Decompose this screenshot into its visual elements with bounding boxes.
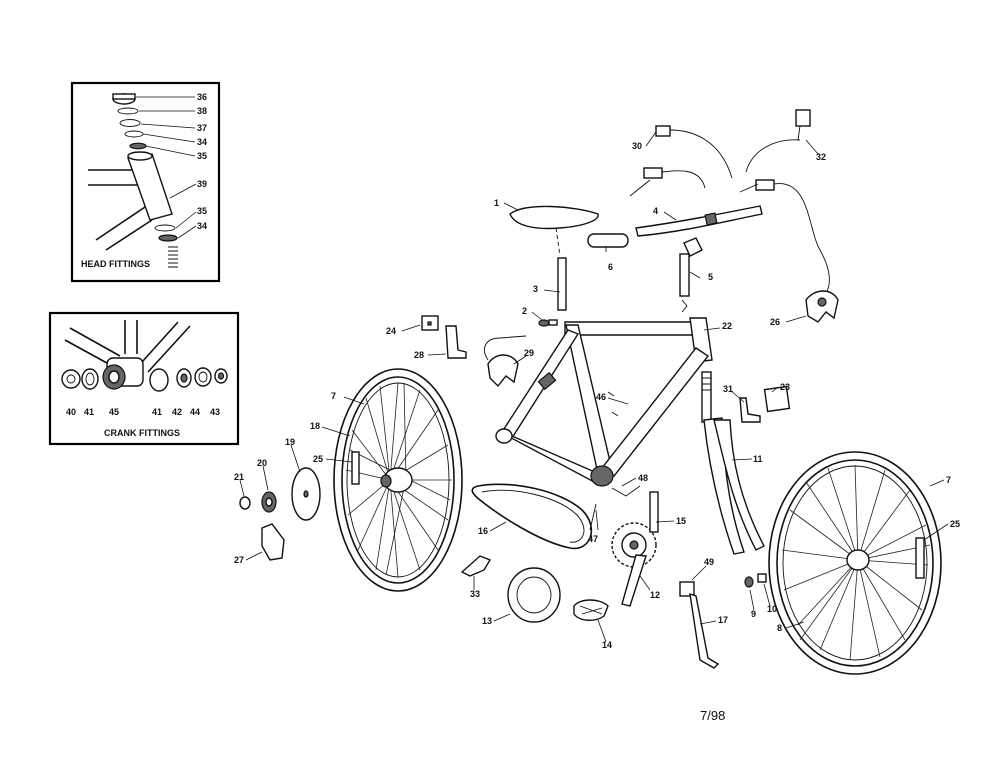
crank-fittings-inset: CRANK FITTINGS: [48, 311, 240, 446]
callout-26: 26: [770, 317, 780, 327]
front-wheel: [768, 451, 942, 675]
callout-35: 35: [197, 151, 207, 161]
callout-7: 7: [331, 391, 336, 401]
kickstand-and-small-parts: [679, 573, 767, 669]
callout-10: 10: [767, 604, 777, 614]
callout-8: 8: [777, 623, 782, 633]
callout-25: 25: [313, 454, 323, 464]
callout-29: 29: [524, 348, 534, 358]
callout-12: 12: [650, 590, 660, 600]
callout-2: 2: [522, 306, 527, 316]
callout-35: 35: [197, 206, 207, 216]
callout-18: 18: [310, 421, 320, 431]
callout-19: 19: [285, 437, 295, 447]
callout-39: 39: [197, 179, 207, 189]
drivetrain-parts: [239, 467, 659, 623]
revision-date: 7/98: [700, 708, 726, 723]
callout-24: 24: [386, 326, 396, 336]
brake-calipers: [484, 290, 839, 388]
callout-27: 27: [234, 555, 244, 565]
head-fittings-inset: HEAD FITTINGS: [70, 81, 221, 283]
brake-levers: [629, 109, 830, 295]
callout-37: 37: [197, 123, 207, 133]
callout-46: 46: [596, 392, 606, 402]
callout-38: 38: [197, 106, 207, 116]
reflectors: [421, 315, 791, 423]
callout-47: 47: [588, 534, 598, 544]
callout-34: 34: [197, 137, 207, 147]
callout-36: 36: [197, 92, 207, 102]
callout-25: 25: [950, 519, 960, 529]
callout-labels: 36 38 37 34 35 39 35 34 40 41 45 41 42 4…: [66, 92, 960, 650]
callout-31: 31: [723, 384, 733, 394]
seat-and-post: [509, 205, 599, 327]
callout-43: 43: [210, 407, 220, 417]
callout-13: 13: [482, 616, 492, 626]
callout-14: 14: [602, 640, 612, 650]
leader-lines: [239, 131, 949, 643]
rear-wheel: [333, 368, 463, 592]
head-fittings-title: HEAD FITTINGS: [81, 259, 150, 269]
callout-9: 9: [751, 609, 756, 619]
callout-40: 40: [66, 407, 76, 417]
callout-34: 34: [197, 221, 207, 231]
callout-4: 4: [653, 206, 658, 216]
callout-41: 41: [84, 407, 94, 417]
handlebar-and-stem: [587, 205, 763, 313]
callout-15: 15: [676, 516, 686, 526]
chain: [471, 483, 593, 550]
callout-16: 16: [478, 526, 488, 536]
callout-22: 22: [722, 321, 732, 331]
callout-1: 1: [494, 198, 499, 208]
callout-7: 7: [946, 475, 951, 485]
callout-23: 23: [780, 382, 790, 392]
callout-45: 45: [109, 407, 119, 417]
callout-28: 28: [414, 350, 424, 360]
callout-17: 17: [718, 615, 728, 625]
callout-32: 32: [816, 152, 826, 162]
callout-3: 3: [533, 284, 538, 294]
bicycle-frame: [495, 317, 713, 487]
callout-48: 48: [638, 473, 648, 483]
callout-41: 41: [152, 407, 162, 417]
callout-5: 5: [708, 272, 713, 282]
callout-20: 20: [257, 458, 267, 468]
callout-30: 30: [632, 141, 642, 151]
callout-49: 49: [704, 557, 714, 567]
crank-fittings-title: CRANK FITTINGS: [104, 428, 180, 438]
callout-21: 21: [234, 472, 244, 482]
callout-42: 42: [172, 407, 182, 417]
callout-33: 33: [470, 589, 480, 599]
front-fork: [701, 371, 765, 555]
callout-11: 11: [753, 454, 763, 464]
callout-6: 6: [608, 262, 613, 272]
callout-44: 44: [190, 407, 200, 417]
